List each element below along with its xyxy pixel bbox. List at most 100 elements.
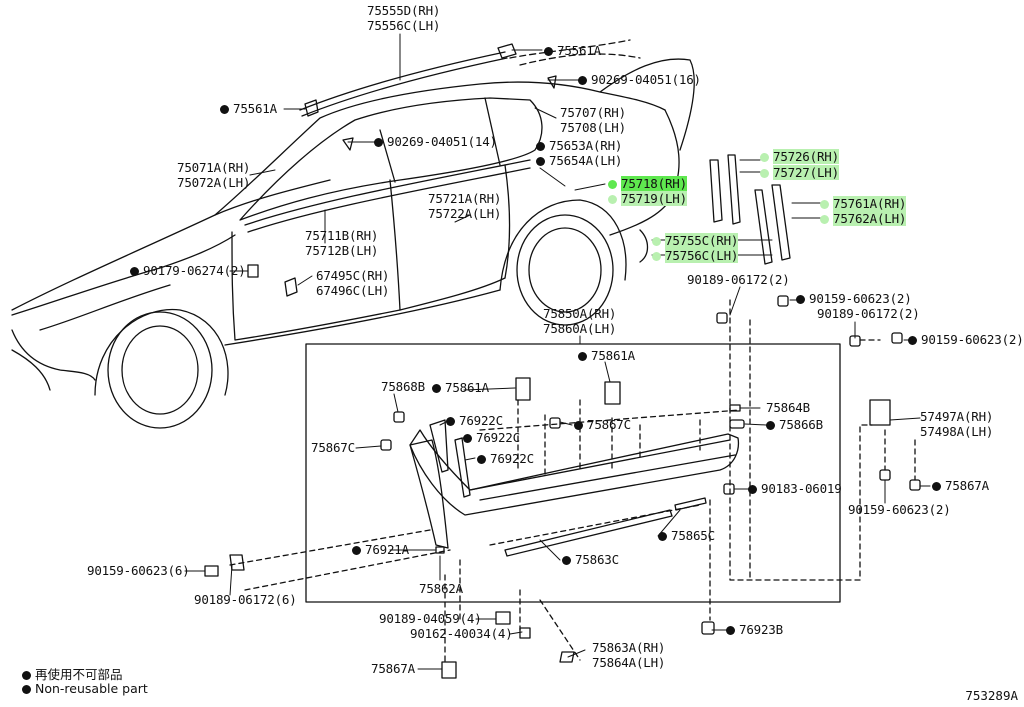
part-label-75722a: 75722A(LH): [428, 207, 501, 221]
part-label-90189-b: 90189-04059(4): [379, 612, 482, 626]
part-number-text: 75556C(LH): [367, 18, 441, 33]
non-reusable-dot-icon: [432, 384, 441, 393]
non-reusable-dot-icon: [536, 157, 545, 166]
non-reusable-dot-icon: [652, 252, 661, 261]
part-label-75555d: 75555D(RH): [367, 4, 440, 18]
part-number-text: 75867C: [311, 440, 355, 455]
part-label-75726: 75726(RH): [760, 149, 839, 164]
non-reusable-dot-icon: [22, 671, 31, 680]
fasteners-left: [204, 75, 575, 679]
rocker-panel-parts: [229, 299, 916, 666]
non-reusable-dot-icon: [463, 434, 472, 443]
part-label-75071a: 75071A(RH): [177, 161, 250, 175]
pillar-garnish-parts: [709, 154, 791, 265]
part-label-75561a-left: 75561A: [220, 102, 277, 116]
figure-code: 753289A: [965, 688, 1018, 703]
part-label-75712b: 75712B(LH): [305, 244, 378, 258]
non-reusable-dot-icon: [932, 482, 941, 491]
part-number-text: 90159-60623(6): [87, 563, 190, 578]
part-label-75072a: 75072A(LH): [177, 176, 250, 190]
part-number-text: 75561A: [233, 101, 277, 116]
part-number-text: 76922C: [490, 451, 534, 466]
part-number-text: 90162-40034(4): [410, 626, 513, 641]
part-label-76922c-3: 76922C: [477, 452, 534, 466]
non-reusable-dot-icon: [766, 421, 775, 430]
part-number-text: 75707(RH): [560, 105, 626, 120]
part-number-text: 67496C(LH): [316, 283, 390, 298]
part-number-text: 75756C(LH): [665, 248, 739, 263]
part-label-75761a: 75761A(RH): [820, 196, 906, 211]
part-number-text: 75867A: [945, 478, 989, 493]
rocker-assembly-box: [305, 343, 841, 603]
part-number-text: 75721A(RH): [428, 191, 502, 206]
part-label-75756c: 75756C(LH): [652, 248, 739, 263]
part-label-75860a: 75860A(LH): [543, 322, 616, 336]
part-number-text: 75863C: [575, 552, 619, 567]
legend-jp-text: 再使用不可部品: [35, 667, 123, 682]
non-reusable-dot-icon: [608, 180, 617, 189]
part-label-75708: 75708(LH): [560, 121, 626, 135]
non-reusable-dot-icon: [726, 626, 735, 635]
part-label-75867a-r: 75867A: [932, 479, 989, 493]
part-label-75654a: 75654A(LH): [536, 154, 622, 168]
part-label-75653a: 75653A(RH): [536, 139, 622, 153]
part-label-90189-r2: 90189-06172(2): [817, 307, 920, 321]
part-number-text: 90189-06172(2): [817, 306, 920, 321]
part-label-76923b: 76923B: [726, 623, 783, 637]
part-number-text: 75860A(LH): [543, 321, 617, 336]
part-number-text: 90269-04051(14): [387, 134, 497, 149]
part-number-text: 76923B: [739, 622, 783, 637]
part-label-90159-r2: 90159-60623(2): [908, 333, 1024, 347]
part-label-75867a-b: 75867A: [371, 662, 415, 676]
part-number-text: 75561A: [557, 43, 601, 58]
part-number-text: 75862A: [419, 581, 463, 596]
part-label-75861a-left: 75861A: [432, 381, 489, 395]
part-number-text: 75708(LH): [560, 120, 626, 135]
part-number-text: 75863A(RH): [592, 640, 666, 655]
part-label-90189-l: 90189-06172(6): [194, 593, 297, 607]
part-label-75863a: 75863A(RH): [592, 641, 665, 655]
non-reusable-dot-icon: [477, 455, 486, 464]
part-label-57497a: 57497A(RH): [920, 410, 993, 424]
legend-line-en: Non-reusable part: [22, 681, 148, 696]
non-reusable-dot-icon: [130, 267, 139, 276]
part-label-75864a: 75864A(LH): [592, 656, 665, 670]
part-number-text: 67495C(RH): [316, 268, 390, 283]
part-number-text: 75864A(LH): [592, 655, 666, 670]
part-number-text: 90179-06274(2): [143, 263, 246, 278]
part-label-75762a: 75762A(LH): [820, 211, 907, 226]
part-number-text: 75861A: [445, 380, 489, 395]
non-reusable-dot-icon: [908, 336, 917, 345]
part-number-text: 75719(LH): [621, 191, 687, 206]
part-number-text: 75865C: [671, 528, 715, 543]
part-label-75711b: 75711B(RH): [305, 229, 378, 243]
part-label-75867c-left: 75867C: [311, 441, 355, 455]
car-body-outline: [11, 39, 695, 429]
part-number-text: 75722A(LH): [428, 206, 502, 221]
part-number-text: 90269-04051(16): [591, 72, 701, 87]
non-reusable-dot-icon: [760, 169, 769, 178]
part-label-75727: 75727(LH): [760, 165, 839, 180]
non-reusable-dot-icon: [22, 685, 31, 694]
legend-en-text: Non-reusable part: [35, 681, 148, 696]
part-number-text: 75864B: [766, 400, 810, 415]
part-number-text: 75711B(RH): [305, 228, 379, 243]
part-label-76922c-1: 76922C: [446, 414, 503, 428]
part-label-90179: 90179-06274(2): [130, 264, 246, 278]
non-reusable-dot-icon: [820, 215, 829, 224]
part-number-text: 75726(RH): [773, 149, 839, 164]
part-number-text: 75712B(LH): [305, 243, 379, 258]
part-label-90183: 90183-06019: [748, 482, 842, 496]
part-label-67495c: 67495C(RH): [316, 269, 389, 283]
part-label-75850a: 75850A(RH): [543, 307, 616, 321]
non-reusable-dot-icon: [544, 47, 553, 56]
non-reusable-dot-icon: [536, 142, 545, 151]
part-number-text: 75653A(RH): [549, 138, 623, 153]
part-number-text: 75654A(LH): [549, 153, 623, 168]
part-label-75719: 75719(LH): [608, 191, 687, 206]
part-number-text: 75755C(RH): [665, 233, 739, 248]
part-number-text: 75762A(LH): [833, 211, 907, 226]
part-label-75755c: 75755C(RH): [652, 233, 739, 248]
part-label-90269-14: 90269-04051(14): [374, 135, 497, 149]
